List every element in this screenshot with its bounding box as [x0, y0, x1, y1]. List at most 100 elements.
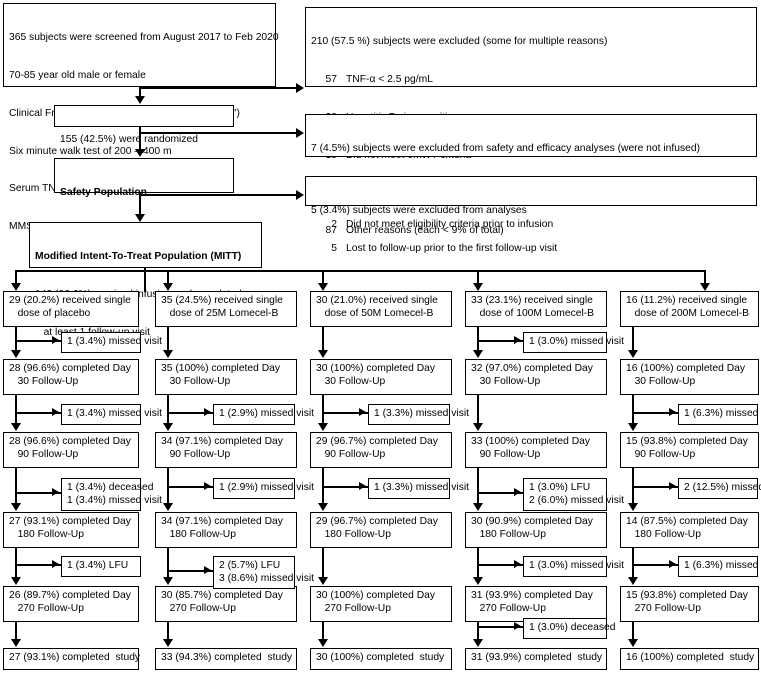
arm-lomecel-b-25m-connector-3: [167, 548, 169, 578]
arm-placebo-loss-box-1-line-0: 1 (3.4%) missed visit: [67, 408, 162, 419]
arm-lomecel-b-200m-loss-box-1: 1 (6.3%) missed visit: [678, 404, 758, 425]
arm-placebo-loss-box-2-line-0: 1 (3.4%) deceased: [67, 482, 154, 493]
arm-placebo-loss-box-0-line-0: 1 (3.4%) missed visit: [67, 336, 162, 347]
arm-lomecel-b-25m-branch-arrow-3: [204, 566, 211, 574]
screening-exclusions-box: 210 (57.5 %) subjects were excluded (som…: [305, 7, 757, 236]
arm-lomecel-b-200m-day270-box: 15 (93.8%) completed Day 270 Follow-Up: [620, 586, 759, 622]
arm-lomecel-b-25m-dose-box-line-1: dose of 25M Lomecel-B: [161, 307, 279, 319]
arm-lomecel-b-25m-dose-box: 35 (24.5%) received single dose of 25M L…: [155, 291, 297, 327]
arm-lomecel-b-25m-day90-box-line-1: 90 Follow-Up: [161, 448, 231, 460]
arrow-to-randomized: [135, 96, 145, 104]
arm-lomecel-b-25m-arrow-2: [163, 503, 173, 511]
arm-placebo-branch-arrow-1: [52, 408, 59, 416]
arm-placebo-completed-box-line-0: 27 (93.1%) completed study: [9, 652, 141, 663]
arrow-into-arm-4: [700, 283, 710, 291]
arm-lomecel-b-100m-dose-box-line-1: dose of 100M Lomecel-B: [471, 307, 595, 319]
arm-lomecel-b-100m-day30-box-line-1: 30 Follow-Up: [471, 375, 541, 387]
arm-lomecel-b-100m-day270-box-line-1: 270 Follow-Up: [471, 602, 546, 614]
arm-lomecel-b-100m-arrow-0: [473, 350, 483, 358]
connector-safety-to-mitt-exclusions: [139, 194, 300, 196]
arrow-to-mitt-exclusions: [296, 190, 304, 200]
arm-lomecel-b-200m-day180-box: 14 (87.5%) completed Day 180 Follow-Up: [620, 512, 759, 548]
exclusion-text: TNF-α < 2.5 pg/mL: [346, 73, 433, 85]
randomized-box: 155 (42.5%) were randomized: [54, 105, 234, 145]
arm-placebo-connector-2: [15, 468, 17, 504]
arm-lomecel-b-50m-connector-3: [322, 548, 324, 578]
arm-lomecel-b-200m-connector-1: [632, 395, 634, 424]
arm-placebo-day90-box-line-1: 90 Follow-Up: [9, 448, 79, 460]
arm-lomecel-b-25m-day90-box: 34 (97.1%) completed Day 90 Follow-Up: [155, 432, 297, 468]
arm-lomecel-b-25m-day90-box-line-0: 34 (97.1%) completed Day: [161, 436, 283, 447]
arm-placebo-day180-box-line-0: 27 (93.1%) completed Day: [9, 516, 131, 527]
arm-lomecel-b-25m-day30-box-line-1: 30 Follow-Up: [161, 375, 231, 387]
arm-lomecel-b-100m-branch-2: [477, 492, 525, 494]
arm-lomecel-b-200m-dose-box-line-1: dose of 200M Lomecel-B: [626, 307, 750, 319]
arm-lomecel-b-50m-day180-box: 29 (96.7%) completed Day 180 Follow-Up: [310, 512, 452, 548]
arm-lomecel-b-25m-branch-1: [167, 412, 215, 414]
arm-lomecel-b-100m-connector-3: [477, 548, 479, 578]
arm-lomecel-b-25m-day180-box-line-0: 34 (97.1%) completed Day: [161, 516, 283, 527]
arm-lomecel-b-100m-loss-box-0: 1 (3.0%) missed visit: [523, 332, 624, 353]
arm-lomecel-b-50m-loss-box-2-line-0: 1 (3.3%) missed visit: [374, 482, 469, 493]
arm-lomecel-b-200m-arrow-4: [628, 639, 638, 647]
arm-lomecel-b-25m-day180-box-line-1: 180 Follow-Up: [161, 528, 236, 540]
arrow-to-safety-population: [135, 149, 145, 157]
arm-lomecel-b-25m-day30-box-line-0: 35 (100%) completed Day: [161, 363, 281, 374]
arm-placebo-arrow-3: [11, 577, 21, 585]
arm-lomecel-b-100m-branch-0: [477, 340, 525, 342]
safety-exclusions-box: 7 (4.5%) subjects were excluded from saf…: [305, 114, 757, 230]
arm-lomecel-b-100m-day270-box-line-0: 31 (93.9%) completed Day: [471, 590, 593, 601]
arrow-to-screening-exclusions: [296, 83, 304, 93]
arm-placebo-branch-2: [15, 492, 63, 494]
arm-lomecel-b-50m-day30-box-line-0: 30 (100%) completed Day: [316, 363, 436, 374]
arm-placebo-loss-box-3: 1 (3.4%) LFU: [61, 556, 141, 577]
arm-lomecel-b-50m-dose-box-line-0: 30 (21.0%) received single: [316, 295, 438, 306]
arm-lomecel-b-100m-dose-box-line-0: 33 (23.1%) received single: [471, 295, 593, 306]
arm-lomecel-b-25m-arrow-4: [163, 639, 173, 647]
arm-lomecel-b-100m-connector-4: [477, 622, 479, 640]
arm-placebo-completed-box: 27 (93.1%) completed study: [3, 648, 141, 670]
arm-placebo-dose-box-line-1: dose of placebo: [9, 307, 91, 319]
arm-placebo-day30-box: 28 (96.6%) completed Day 30 Follow-Up: [3, 359, 139, 395]
mitt-population-box: Modified Intent-To-Treat Population (MIT…: [29, 222, 262, 338]
arm-lomecel-b-25m-completed-box: 33 (94.3%) completed study: [155, 648, 297, 670]
arm-placebo-branch-0: [15, 340, 63, 342]
arm-lomecel-b-25m-day270-box: 30 (85.7%) completed Day 270 Follow-Up: [155, 586, 297, 622]
arm-placebo-loss-box-1: 1 (3.4%) missed visit: [61, 404, 162, 425]
arm-lomecel-b-25m-arrow-0: [163, 350, 173, 358]
arm-lomecel-b-100m-arrow-2: [473, 503, 483, 511]
arm-lomecel-b-200m-day90-box: 15 (93.8%) completed Day 90 Follow-Up: [620, 432, 759, 468]
arm-lomecel-b-25m-branch-arrow-2: [204, 482, 211, 490]
arm-lomecel-b-100m-day90-box-line-0: 33 (100%) completed Day: [471, 436, 591, 447]
arm-lomecel-b-50m-day180-box-line-1: 180 Follow-Up: [316, 528, 391, 540]
arm-lomecel-b-200m-dose-box-line-0: 16 (11.2%) received single: [626, 295, 748, 306]
mitt-exclusions-box: 5 (3.4%) subjects were excluded from ana…: [305, 176, 757, 254]
screening-box: 365 subjects were screened from August 2…: [3, 3, 279, 232]
arrow-into-arm-0: [11, 283, 21, 291]
arm-placebo-dose-box: 29 (20.2%) received single dose of place…: [3, 291, 139, 327]
arm-lomecel-b-200m-connector-4: [632, 622, 634, 640]
arm-lomecel-b-100m-branch-arrow-0: [514, 336, 521, 344]
arm-placebo-branch-1: [15, 412, 63, 414]
mitt-exclusion-text: Lost to follow-up prior to the first fol…: [346, 242, 558, 254]
arm-lomecel-b-200m-branch-3: [632, 564, 680, 566]
arm-lomecel-b-100m-loss-box-4: 1 (3.0%) deceased: [523, 618, 615, 639]
arm-lomecel-b-25m-loss-box-3-line-1: 3 (8.6%) missed visit: [219, 572, 314, 584]
arm-lomecel-b-50m-connector-1: [322, 395, 324, 424]
exclusion-text: Other reasons (each < 9% of total): [346, 225, 504, 237]
arm-lomecel-b-200m-loss-box-2-line-0: 2 (12.5%) missed visit: [684, 482, 761, 493]
arm-lomecel-b-100m-day90-box-line-1: 90 Follow-Up: [471, 448, 541, 460]
arm-lomecel-b-50m-connector-4: [322, 622, 324, 640]
arm-lomecel-b-200m-branch-1: [632, 412, 680, 414]
connector-screening-to-exclusions: [139, 87, 300, 89]
arm-lomecel-b-50m-day180-box-line-0: 29 (96.7%) completed Day: [316, 516, 438, 527]
arm-lomecel-b-200m-arrow-2: [628, 503, 638, 511]
connector-bus-to-arm-1: [167, 270, 169, 284]
arm-lomecel-b-200m-day90-box-line-0: 15 (93.8%) completed Day: [626, 436, 748, 447]
arm-lomecel-b-50m-branch-arrow-2: [359, 482, 366, 490]
connector-randomized-to-safety-exclusions: [139, 132, 300, 134]
